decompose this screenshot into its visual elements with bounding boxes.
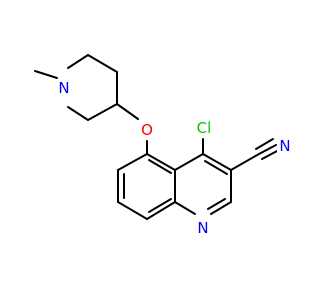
bond xyxy=(125,146,147,159)
o-ether-label: O xyxy=(141,121,153,139)
bond xyxy=(117,153,148,171)
bond xyxy=(261,149,280,160)
bond xyxy=(258,144,277,155)
structure-diagram: N O Cl N N xyxy=(34,54,293,237)
bond xyxy=(202,153,232,171)
n-nitrile-label: N xyxy=(279,137,290,155)
bond xyxy=(255,138,274,150)
bond xyxy=(230,153,260,171)
n-methyl-label: N xyxy=(58,79,69,97)
bond xyxy=(148,198,172,213)
bond xyxy=(146,201,176,220)
bond xyxy=(210,201,232,215)
n-quinoline-label: N xyxy=(197,219,208,237)
bond xyxy=(116,103,139,120)
bond xyxy=(207,198,226,210)
cl-label: Cl xyxy=(197,119,212,137)
bond xyxy=(148,159,172,174)
bond xyxy=(87,54,118,73)
bond xyxy=(67,106,89,121)
bond xyxy=(204,160,228,175)
bond xyxy=(67,54,89,69)
bond xyxy=(146,153,176,171)
atom-labels: N O Cl N N xyxy=(56,79,293,237)
bond xyxy=(174,153,204,171)
bond xyxy=(34,70,58,79)
bond xyxy=(174,201,196,215)
bonds xyxy=(34,54,280,220)
bond xyxy=(117,201,148,220)
bond xyxy=(87,103,118,121)
